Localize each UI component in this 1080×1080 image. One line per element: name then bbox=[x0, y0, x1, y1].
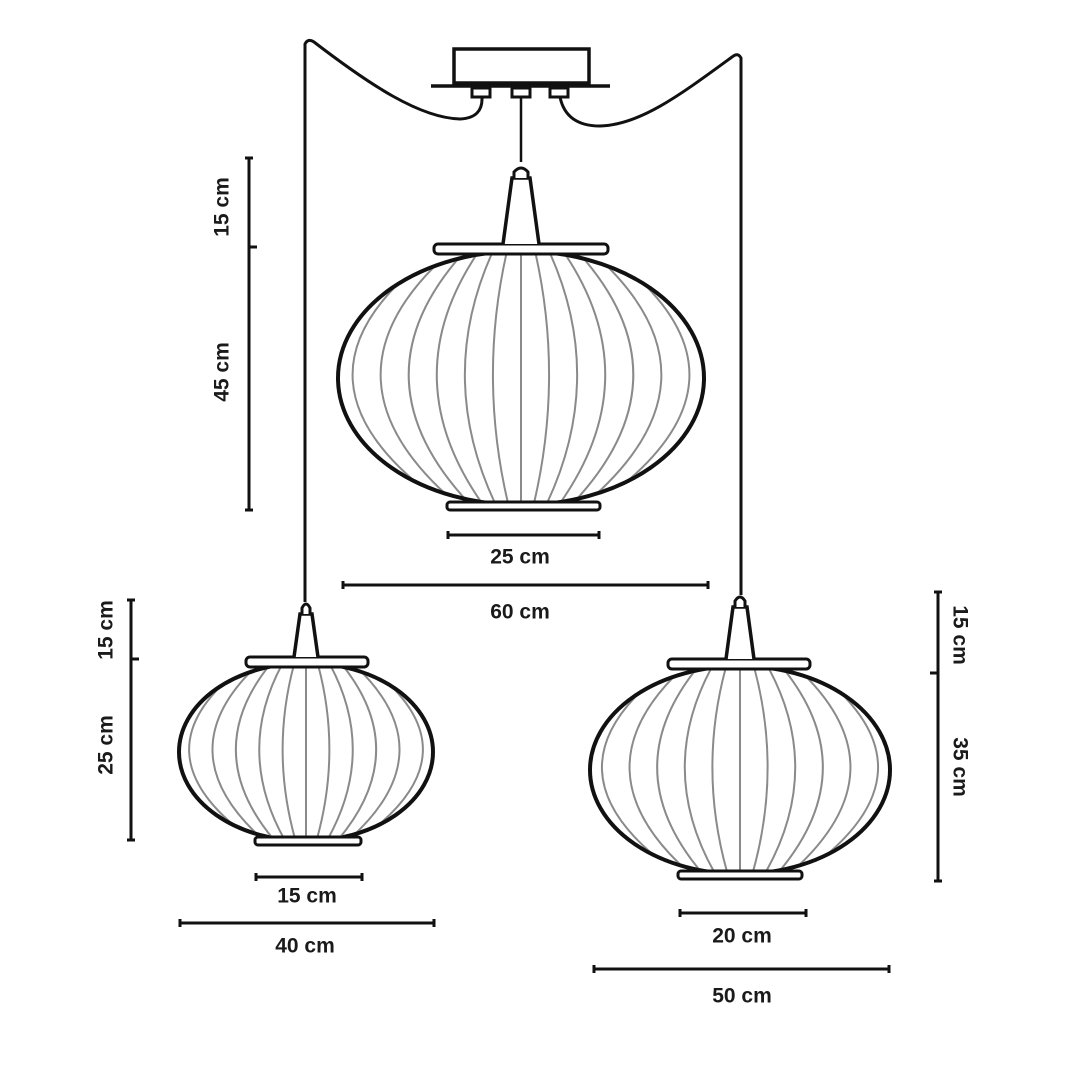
shade-rib bbox=[798, 668, 879, 872]
center-pendant bbox=[336, 166, 706, 512]
shade-top-rim bbox=[244, 655, 370, 669]
shade-rib bbox=[601, 668, 682, 872]
width-dimension-line bbox=[592, 965, 891, 973]
shade-width-label: 60 cm bbox=[490, 601, 550, 624]
shade-rib bbox=[711, 668, 730, 872]
shade-top-rim bbox=[432, 242, 610, 256]
stem-height-label: 15 cm bbox=[211, 177, 234, 237]
shade-rib bbox=[379, 253, 462, 503]
shade-rib bbox=[491, 253, 510, 503]
shade-width-label: 40 cm bbox=[275, 935, 335, 958]
shade-rib bbox=[407, 253, 474, 503]
shade-rib bbox=[258, 665, 287, 839]
shade-width-label: 50 cm bbox=[712, 985, 772, 1008]
shade-rib bbox=[335, 665, 378, 839]
shade-top-rim bbox=[666, 657, 812, 671]
cord-grip bbox=[300, 602, 312, 614]
width-dimension-line bbox=[254, 873, 364, 881]
height-dimension-line bbox=[245, 156, 257, 512]
shade-rib bbox=[556, 253, 607, 503]
shade-rib bbox=[750, 668, 769, 872]
stem bbox=[292, 612, 320, 658]
shade-rib bbox=[463, 253, 498, 503]
shade-rib bbox=[188, 665, 257, 839]
cord-grip bbox=[733, 595, 747, 607]
shade-rib bbox=[628, 668, 694, 872]
shade-rib bbox=[281, 665, 297, 839]
shade-ribs bbox=[601, 668, 879, 872]
shade-bottom-ring bbox=[253, 835, 363, 847]
cords bbox=[303, 38, 743, 602]
shade-height-label: 35 cm bbox=[949, 737, 972, 797]
base-width-label: 20 cm bbox=[712, 925, 772, 948]
shade-rib bbox=[593, 253, 691, 503]
shade-rib bbox=[774, 668, 824, 872]
shade-ribs bbox=[351, 253, 691, 503]
shade-rib bbox=[315, 665, 331, 839]
shade-rib bbox=[325, 665, 354, 839]
width-dimension-line bbox=[678, 909, 808, 917]
shade-rib bbox=[435, 253, 486, 503]
shade-rib bbox=[656, 668, 706, 872]
shade-height-label: 45 cm bbox=[211, 342, 234, 402]
shade-height-label: 25 cm bbox=[95, 715, 118, 775]
shade-rib bbox=[786, 668, 852, 872]
cord-grip bbox=[512, 166, 530, 178]
shade-rib bbox=[355, 665, 424, 839]
shade-rib bbox=[351, 253, 449, 503]
shade-rib bbox=[234, 665, 277, 839]
stem-height-label: 15 cm bbox=[949, 605, 972, 665]
stem bbox=[501, 176, 541, 245]
width-dimension-line bbox=[341, 581, 710, 589]
height-dimension-line bbox=[127, 598, 139, 842]
shade-bottom-ring bbox=[445, 500, 602, 512]
shade-rib bbox=[532, 253, 551, 503]
shade-rib bbox=[211, 665, 267, 839]
height-dimension-line bbox=[930, 590, 942, 883]
stem-height-label: 15 cm bbox=[95, 600, 118, 660]
shade-rib bbox=[580, 253, 663, 503]
shade-ribs bbox=[188, 665, 424, 839]
width-dimension-line bbox=[178, 919, 436, 927]
shade-bottom-ring bbox=[676, 869, 804, 881]
shade-rib bbox=[568, 253, 635, 503]
shade-rib bbox=[762, 668, 797, 872]
base-width-label: 15 cm bbox=[277, 885, 337, 908]
base-width-label: 25 cm bbox=[490, 546, 550, 569]
width-dimension-line bbox=[446, 531, 601, 539]
shade-rib bbox=[345, 665, 401, 839]
shade-rib bbox=[683, 668, 718, 872]
ceiling-canopy bbox=[431, 47, 610, 99]
right-pendant bbox=[588, 595, 892, 881]
shade-rib bbox=[544, 253, 579, 503]
stem bbox=[724, 605, 756, 660]
left-pendant bbox=[177, 602, 435, 847]
